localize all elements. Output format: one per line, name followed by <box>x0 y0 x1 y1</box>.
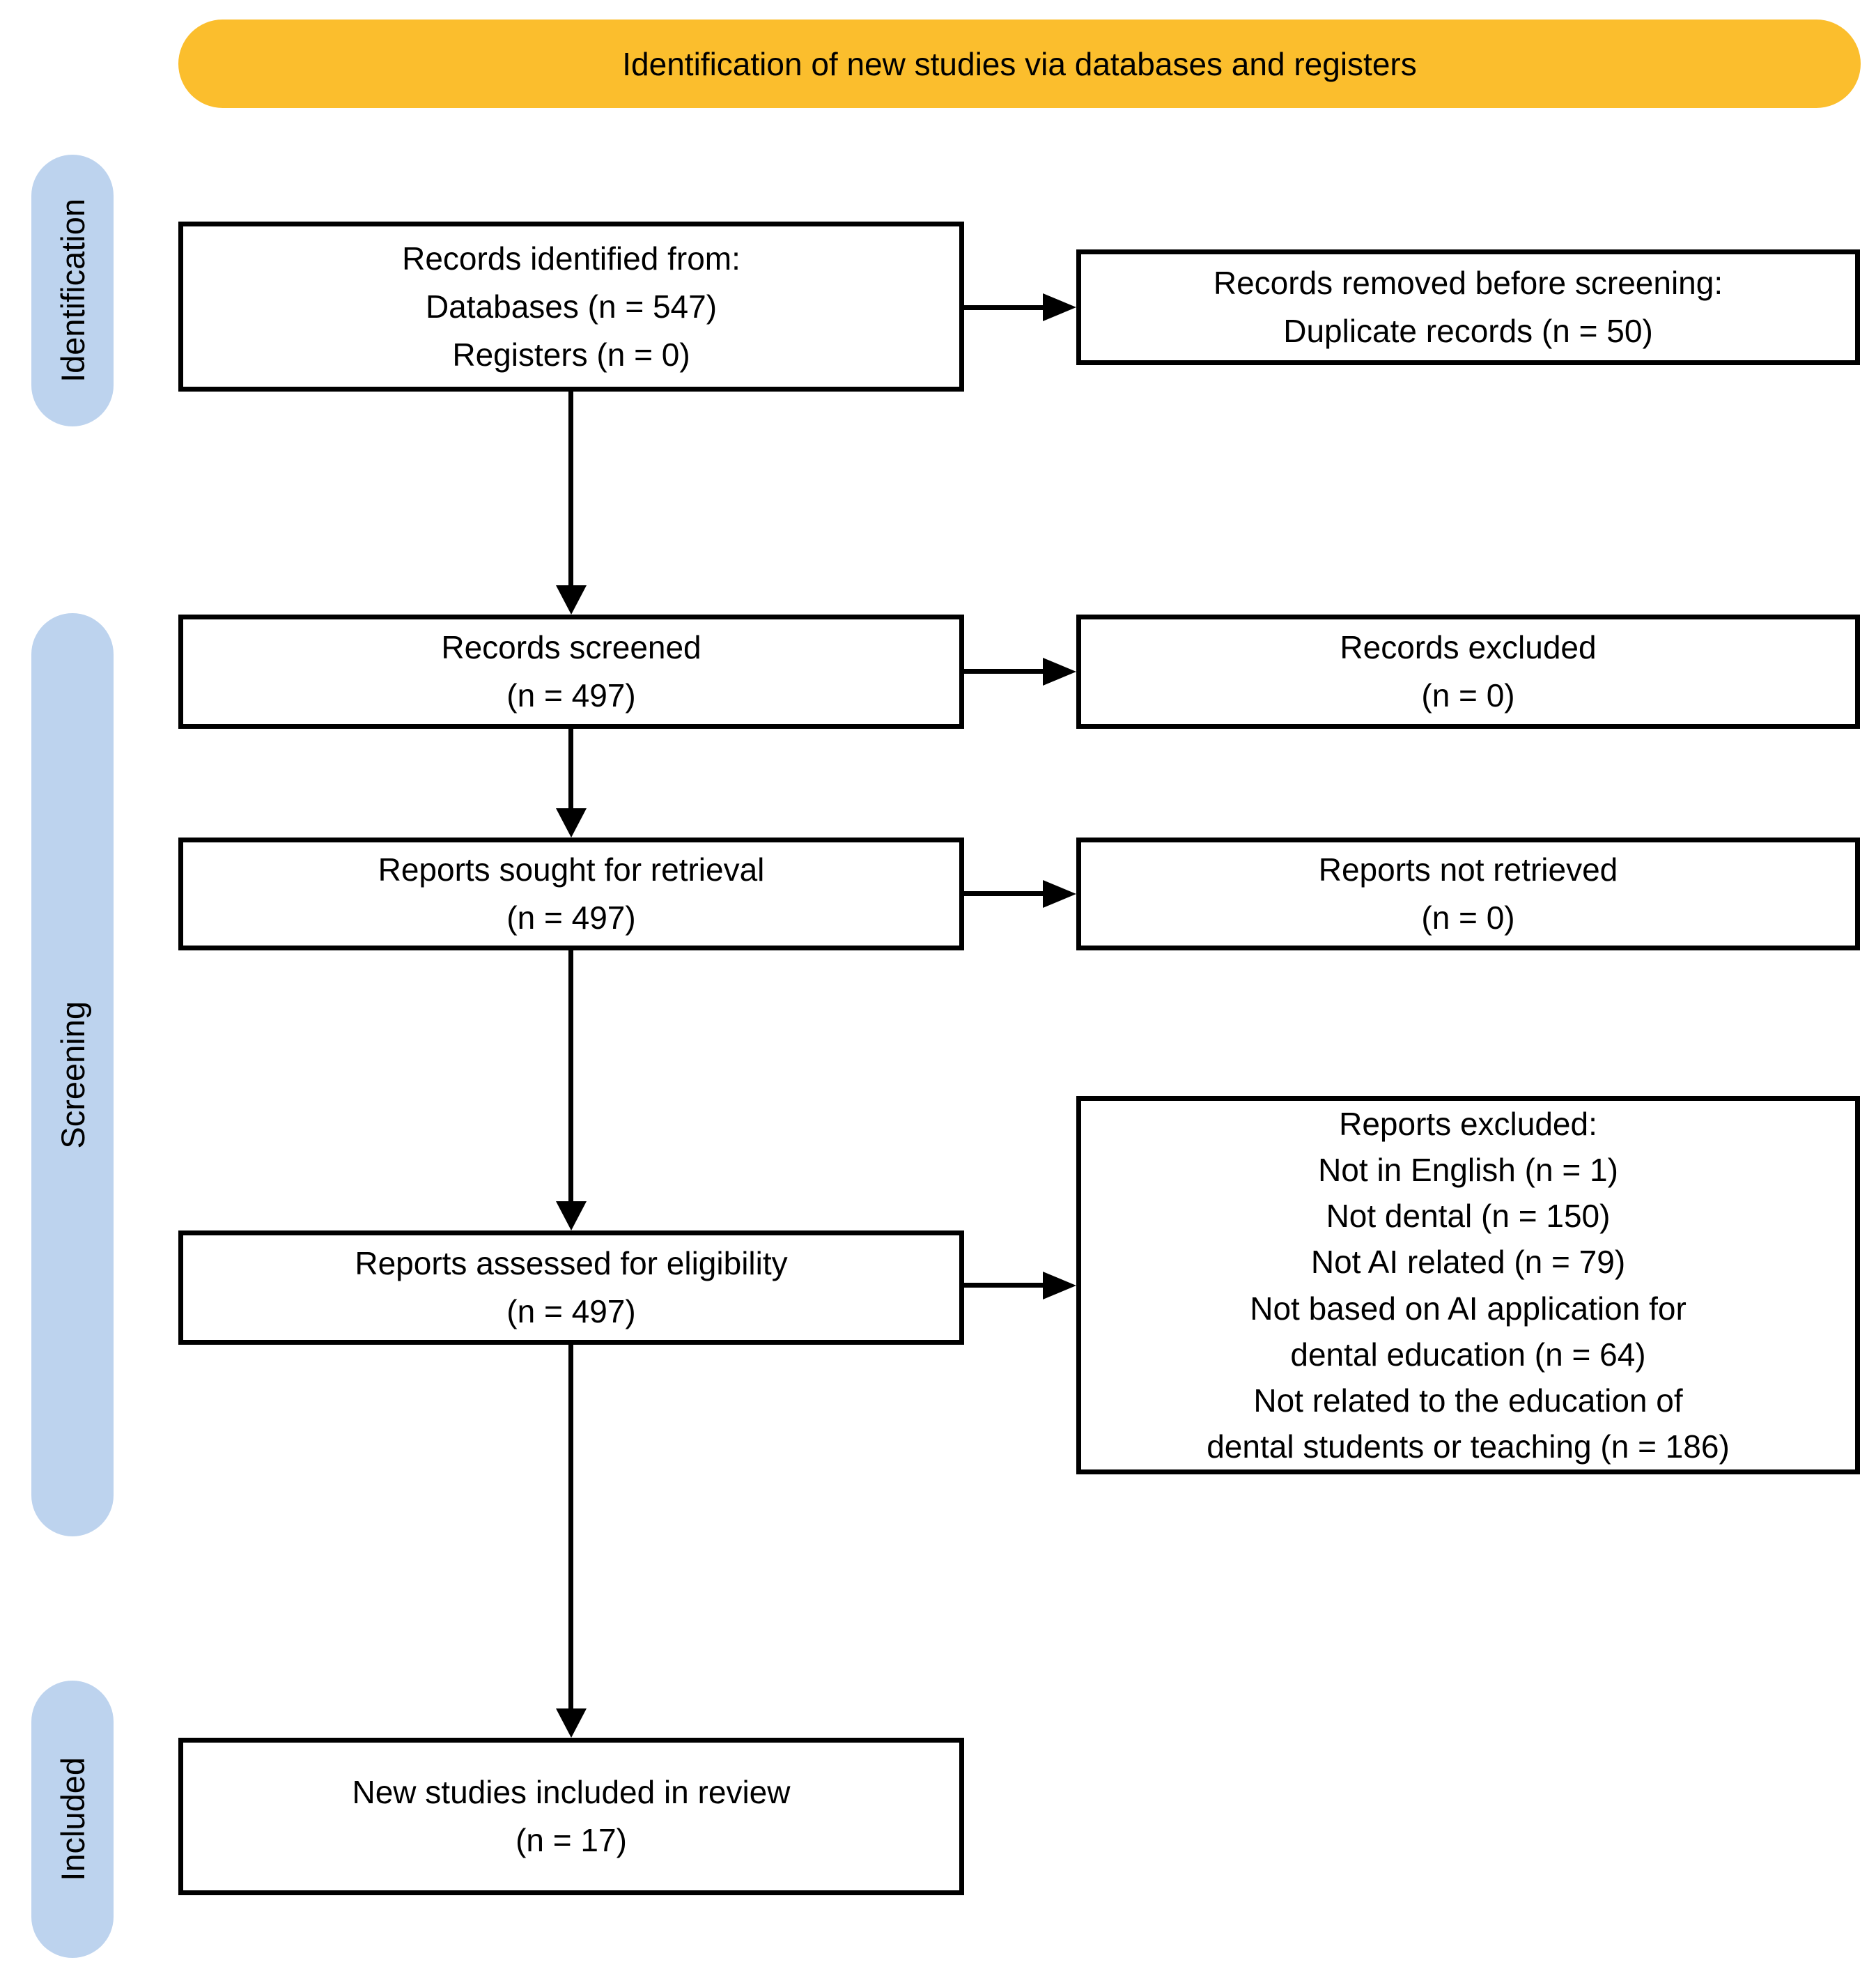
connector-sought-to-assessed <box>568 950 573 1203</box>
box-text-line: Not related to the education of <box>1253 1382 1683 1419</box>
box-text-line: Reports assessed for eligibility <box>355 1245 788 1281</box>
connector-screened-to-sought <box>568 729 573 810</box>
box-text-line: (n = 17) <box>515 1822 627 1858</box>
box-records-removed: Records removed before screening: Duplic… <box>1076 249 1860 365</box>
box-text-line: Duplicate records (n = 50) <box>1283 313 1653 349</box>
box-records-identified: Records identified from: Databases (n = … <box>178 222 964 392</box>
arrowhead-right-icon <box>1043 293 1076 321</box>
box-reports-excluded: Reports excluded: Not in English (n = 1)… <box>1076 1096 1860 1474</box>
stage-label-included: Included <box>54 1757 91 1881</box>
box-reports-assessed: Reports assessed for eligibility (n = 49… <box>178 1230 964 1345</box>
box-text-line: Not in English (n = 1) <box>1318 1151 1618 1188</box>
box-records-screened: Records screened (n = 497) <box>178 615 964 729</box>
box-text-line: Reports excluded: <box>1339 1105 1597 1142</box>
stage-label-screening: Screening <box>54 1001 91 1149</box>
box-text-line: Databases (n = 547) <box>425 288 718 325</box>
arrowhead-right-icon <box>1043 880 1076 908</box>
box-text-line: Records removed before screening: <box>1213 265 1723 301</box>
arrowhead-right-icon <box>1043 1272 1076 1299</box>
box-text-line: Records screened <box>441 629 701 665</box>
box-reports-sought: Reports sought for retrieval (n = 497) <box>178 838 964 950</box>
connector-screened-to-excluded <box>961 669 1045 674</box>
arrowhead-down-icon <box>556 1201 587 1230</box>
box-text-line: dental education (n = 64) <box>1290 1336 1646 1373</box>
box-text-line: Reports sought for retrieval <box>378 851 765 888</box>
connector-sought-to-not-retrieved <box>961 891 1045 896</box>
arrowhead-down-icon <box>556 585 587 615</box>
arrowhead-down-icon <box>556 808 587 838</box>
box-text-line: dental students or teaching (n = 186) <box>1207 1428 1730 1465</box>
arrowhead-down-icon <box>556 1708 587 1738</box>
box-text-line: (n = 497) <box>506 1293 636 1329</box>
box-records-excluded: Records excluded (n = 0) <box>1076 615 1860 729</box>
banner: Identification of new studies via databa… <box>178 20 1861 108</box>
box-text-line: (n = 0) <box>1421 900 1515 936</box>
box-text-line: Records identified from: <box>402 240 741 277</box>
box-reports-not-retrieved: Reports not retrieved (n = 0) <box>1076 838 1860 950</box>
connector-identified-to-removed <box>961 305 1045 310</box>
connector-identified-to-screened <box>568 392 573 587</box>
box-text-line: New studies included in review <box>352 1774 791 1810</box>
connector-assessed-to-reports-excluded <box>961 1283 1045 1288</box>
box-text-line: Not AI related (n = 79) <box>1310 1244 1626 1281</box>
box-text-line: Records excluded <box>1340 629 1597 665</box>
stage-pill-included: Included <box>31 1681 114 1958</box>
stage-pill-identification: Identification <box>31 155 114 426</box>
stage-pill-screening: Screening <box>31 613 114 1536</box>
box-text-line: (n = 497) <box>506 677 636 713</box>
box-text-line: (n = 0) <box>1421 677 1515 713</box>
box-text-line: Not based on AI application for <box>1250 1290 1687 1327</box>
arrowhead-right-icon <box>1043 658 1076 686</box>
box-text-line: Not dental (n = 150) <box>1326 1198 1611 1235</box>
box-text-line: (n = 497) <box>506 900 636 936</box>
stage-label-identification: Identification <box>54 199 91 383</box>
box-text-line: Reports not retrieved <box>1318 851 1618 888</box>
box-text-line: Registers (n = 0) <box>452 336 690 373</box>
banner-title: Identification of new studies via databa… <box>622 45 1417 82</box>
connector-assessed-to-included <box>568 1345 573 1710</box>
box-studies-included: New studies included in review (n = 17) <box>178 1738 964 1895</box>
